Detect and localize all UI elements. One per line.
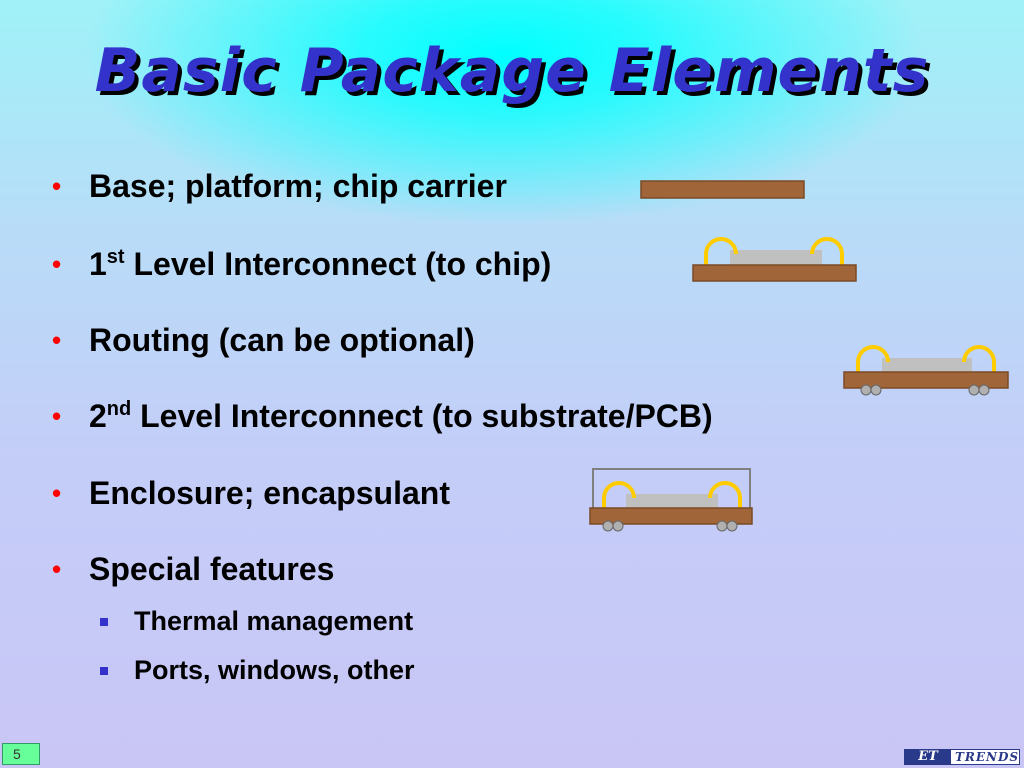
- square-bullet-icon: [100, 667, 108, 675]
- bullet-dot-icon: •: [52, 171, 62, 201]
- solder-ball: [860, 384, 872, 396]
- wire-bond-left: [602, 481, 636, 510]
- wire-bond-right: [810, 237, 844, 268]
- bullet-text: Special features: [89, 551, 335, 587]
- substrate-bar: [692, 264, 857, 282]
- wire-bond-left: [704, 237, 738, 268]
- wire-bond-right: [962, 345, 996, 376]
- bullet-dot-icon: •: [52, 554, 62, 584]
- solder-ball: [870, 384, 882, 396]
- bullet-text: Base; platform; chip carrier: [89, 168, 507, 204]
- wire-bond-right: [708, 481, 742, 510]
- sub-bullet-text: Thermal management: [134, 606, 414, 636]
- bullet-text: 2nd Level Interconnect (to substrate/PCB…: [89, 398, 713, 434]
- solder-ball: [716, 520, 728, 532]
- solder-ball: [602, 520, 614, 532]
- bullet-dot-icon: •: [52, 325, 62, 355]
- bullet-text: 1st Level Interconnect (to chip): [89, 246, 552, 282]
- second-level-diagram: [843, 345, 1009, 396]
- bullet-dot-icon: •: [52, 249, 62, 279]
- solder-ball: [612, 520, 624, 532]
- square-bullet-icon: [100, 618, 108, 626]
- bullet-dot-icon: •: [52, 478, 62, 508]
- substrate-bar: [843, 371, 1009, 389]
- chip: [882, 358, 972, 374]
- enclosure-diagram: [589, 468, 753, 532]
- solder-ball: [726, 520, 738, 532]
- wire-bond-left: [856, 345, 890, 376]
- bullet-text: Routing (can be optional): [89, 322, 475, 358]
- bullet-dot-icon: •: [52, 401, 62, 431]
- page-title: Basic Package Elements: [94, 36, 930, 106]
- substrate-bar: [640, 180, 805, 199]
- logo-trends: TRENDS: [955, 750, 1020, 764]
- substrate-bar: [589, 507, 753, 525]
- solder-ball: [978, 384, 990, 396]
- logo-et: ET: [905, 750, 951, 764]
- page-number: 5: [2, 743, 40, 765]
- chip: [730, 250, 822, 266]
- chip: [626, 494, 718, 508]
- substrate-diagram: [640, 180, 805, 199]
- et-trends-logo: ET TRENDS: [904, 749, 1020, 765]
- bullet-text: Enclosure; encapsulant: [89, 475, 450, 511]
- interconnect-diagram: [692, 237, 857, 282]
- sub-bullet-text: Ports, windows, other: [134, 655, 415, 685]
- solder-ball: [968, 384, 980, 396]
